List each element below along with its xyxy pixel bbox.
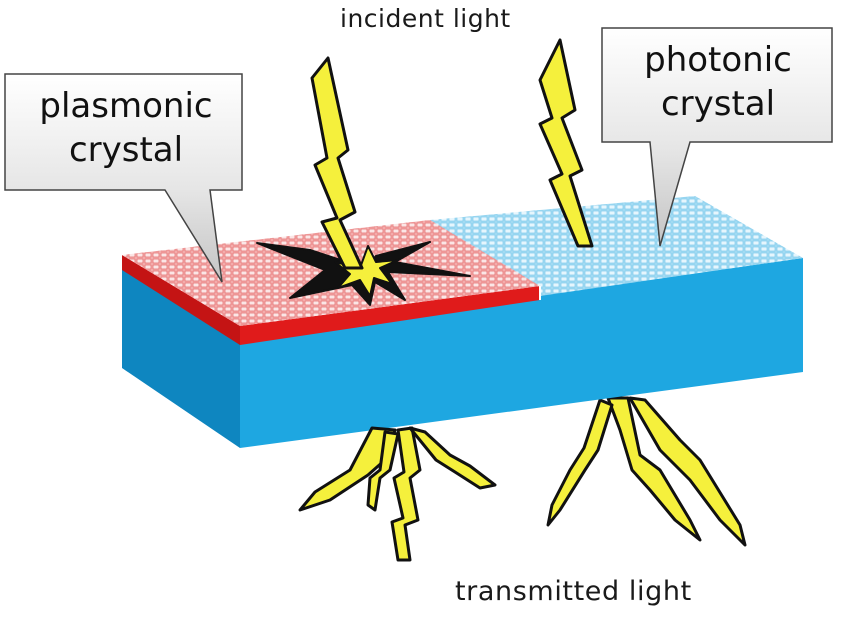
photonic-callout [601,27,833,247]
lightning-bolt-icon [606,396,702,542]
lightning-bolt-icon [310,56,364,270]
transmitted-bolts-back [546,396,747,547]
lightning-bolt-icon [546,398,614,527]
star-burst-icon [256,241,471,306]
photonic-label-line2: crystal [660,84,776,124]
lightning-bolt-icon [390,426,422,562]
slab [122,196,803,448]
plasmonic-label-line2: crystal [68,130,184,170]
plasmonic-edge-front [240,286,540,345]
transmitted-light-label: transmitted light [455,576,692,607]
transmitted-bolts-front [298,426,497,562]
plasmonic-edge-side [122,255,240,345]
slab-end-face [122,262,240,448]
plasmonic-crystal-label: plasmonic crystal [10,84,242,172]
incident-light-label: incident light [340,4,511,33]
photonic-crystal-label: photonic crystal [604,38,832,126]
lightning-bolt-icon [628,396,747,547]
slab-front-face [240,258,803,448]
lightning-bolt-icon [366,430,400,512]
photonic-label-line1: photonic [644,40,792,80]
lightning-bolt-icon [408,426,497,490]
plasmonic-callout [4,73,243,283]
lightning-bolt-icon [538,38,594,248]
photonic-crystal-surface [430,196,803,296]
incident-bolts [310,38,594,270]
plasmonic-label-line1: plasmonic [39,86,213,126]
